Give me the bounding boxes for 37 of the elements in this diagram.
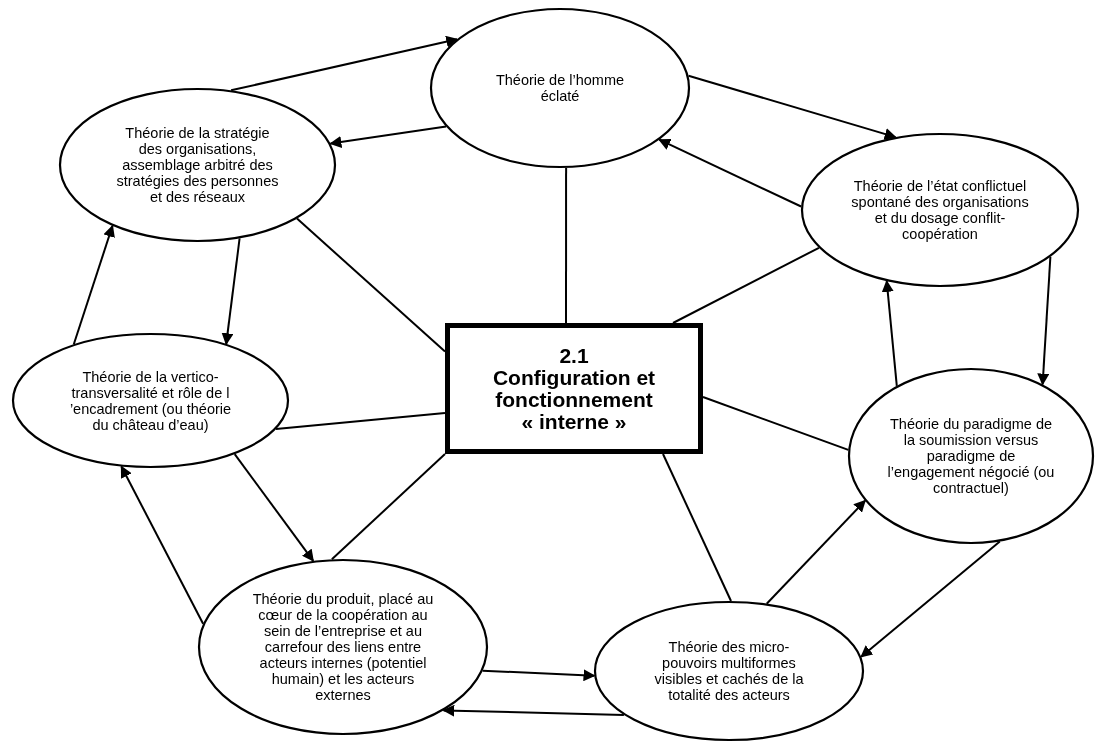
arrow	[881, 279, 898, 387]
connector-line	[565, 166, 568, 324]
theory-text: Théorie des micro-pouvoirs multiformes visibles et cachés de la totalité des acteurs	[653, 639, 805, 703]
arrow	[481, 669, 596, 682]
arrow	[442, 704, 625, 717]
arrow	[1037, 255, 1052, 386]
title-text: 2.1 Configuration et fonctionnement « interne »	[491, 344, 657, 433]
theory-ellipse	[594, 601, 864, 741]
theory-text: Théorie de l’état conflictuel spontané des organisations et du dosage conflit-coopération	[851, 178, 1029, 242]
arrow	[230, 35, 459, 92]
theory-ellipse	[198, 559, 488, 735]
arrow	[765, 499, 867, 605]
connector-line	[330, 453, 446, 561]
connector-line	[275, 412, 446, 430]
connector-line	[702, 396, 850, 451]
arrow	[687, 74, 897, 140]
title-box	[445, 323, 703, 454]
theory-ellipse	[430, 8, 690, 168]
theory-ellipse	[59, 88, 336, 242]
arrow	[120, 465, 205, 625]
theory-ellipse	[848, 368, 1094, 544]
arrow	[72, 224, 115, 346]
theory-text: Théorie de la stratégie des organisations, assemblage arbitré des stratégies des personnes et des réseaux	[115, 125, 280, 205]
theory-text: Théorie de l’homme éclaté	[494, 72, 626, 104]
connector-line	[296, 217, 446, 353]
arrow	[860, 540, 1001, 658]
arrow	[329, 125, 448, 148]
arrow	[221, 237, 241, 346]
theory-text: Théorie de la vertico-transversalité et rôle de l ’encadrement (ou théorie du château d’eau)	[68, 368, 233, 433]
theory-text: Théorie du produit, placé au cœur de la coopération au sein de l’entreprise et au carrefour des liens entre acteurs internes (potentiel humain) et les acteurs externes	[252, 591, 434, 703]
theory-ellipse	[801, 133, 1079, 287]
arrow	[233, 453, 315, 562]
connector-line	[662, 453, 732, 602]
arrow	[658, 138, 803, 208]
theory-ellipse	[12, 333, 289, 468]
connector-line	[672, 246, 820, 324]
theory-text: Théorie du paradigme de la soumission versus paradigme de l’engagement négocié (ou contractuel)	[887, 416, 1055, 496]
